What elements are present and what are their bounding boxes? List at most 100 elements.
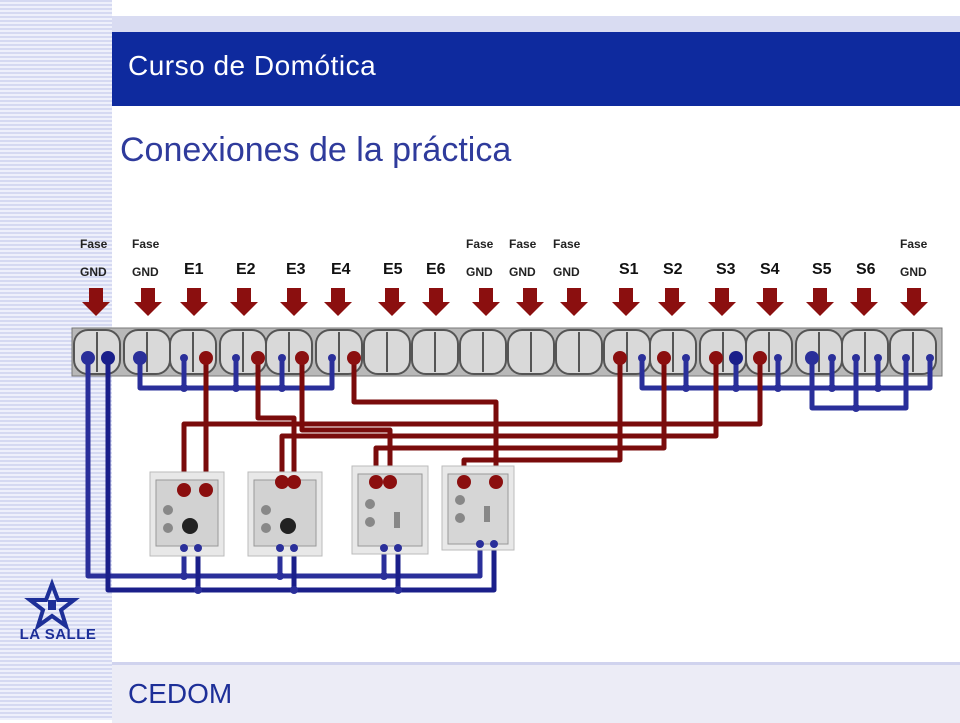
label-s6: S6 [856, 261, 876, 278]
down-arrow-icon [472, 288, 500, 316]
label-s1: S1 [619, 261, 639, 278]
junction-dot [394, 586, 402, 594]
module-phase-dot [287, 475, 301, 489]
phase-terminal-dot [251, 351, 265, 365]
logo-text: LA SALLE [19, 626, 97, 643]
phase-terminal-dot [347, 351, 361, 365]
down-arrow-icon [134, 288, 162, 316]
junction-dot [732, 384, 740, 392]
down-arrow-icon [560, 288, 588, 316]
label-s3: S3 [716, 261, 736, 278]
junction-dot [278, 384, 286, 392]
label-e6: E6 [426, 261, 446, 278]
phase-wire-e3 [299, 355, 393, 485]
label-s2: S2 [663, 261, 683, 278]
ground-bus-right [639, 355, 933, 391]
module-ground-dot [380, 544, 388, 552]
footer-text: CEDOM [128, 678, 233, 709]
phase-wire-s4 [181, 355, 763, 493]
module-phase-dot [489, 475, 503, 489]
ground-terminal-dot [101, 351, 115, 365]
label-gnd-3: GND [466, 265, 493, 279]
junction-dot [180, 572, 188, 580]
module-phase-dot [457, 475, 471, 489]
junction-dot [828, 384, 836, 392]
module-ground-dot [194, 544, 202, 552]
label-e5: E5 [383, 261, 403, 278]
label-s4: S4 [760, 261, 780, 278]
phase-wire-s2 [373, 355, 667, 485]
ground-terminal-dot [638, 354, 646, 362]
down-arrow-icon [280, 288, 308, 316]
module-ground-dot [394, 544, 402, 552]
ground-terminal-dot [278, 354, 286, 362]
label-fase-6: Fase [900, 237, 928, 251]
label-fase-2: Fase [132, 237, 160, 251]
phase-wire-e4 [351, 355, 499, 485]
label-gnd-5: GND [553, 265, 580, 279]
down-arrow-icon [708, 288, 736, 316]
label-fase-3: Fase [466, 237, 494, 251]
junction-dot [774, 384, 782, 392]
junction-dot [852, 404, 860, 412]
down-arrow-icon [180, 288, 208, 316]
label-e1: E1 [184, 261, 204, 278]
phase-wire-e2 [255, 355, 297, 485]
top-rule [112, 16, 960, 32]
label-gnd-1: GND [80, 265, 107, 279]
label-fase-4: Fase [509, 237, 537, 251]
la-salle-star-logo [24, 578, 80, 632]
phase-terminal-dot [295, 351, 309, 365]
ground-wire-b [105, 355, 497, 593]
ground-terminal-dot [774, 354, 782, 362]
wires [85, 355, 933, 593]
module-phase-dot [177, 483, 191, 497]
down-arrow-icon [612, 288, 640, 316]
connection-dots [81, 351, 934, 594]
phase-terminal-dot [657, 351, 671, 365]
down-arrow-icon [658, 288, 686, 316]
ground-wire-a [85, 355, 187, 579]
phase-terminal-dot [613, 351, 627, 365]
ground-terminal-dot [81, 351, 95, 365]
ground-terminal-dot [180, 354, 188, 362]
down-arrow-icon [422, 288, 450, 316]
ground-terminal-dot [828, 354, 836, 362]
module-phase-dot [275, 475, 289, 489]
ground-terminal-dot [232, 354, 240, 362]
ground-terminal-dot [852, 354, 860, 362]
junction-dot [380, 572, 388, 580]
header-title: Curso de Domótica [128, 50, 377, 81]
label-gnd-4: GND [509, 265, 536, 279]
junction-dot [232, 384, 240, 392]
down-arrow-icon [756, 288, 784, 316]
header-band [112, 32, 960, 106]
module-phase-dot [369, 475, 383, 489]
down-arrow-icon [230, 288, 258, 316]
down-arrow-icon [324, 288, 352, 316]
module-ground-dot [290, 544, 298, 552]
ground-terminal-dot [902, 354, 910, 362]
module-phase-dot [383, 475, 397, 489]
dimmer-module-2 [441, 465, 515, 551]
label-e4: E4 [331, 261, 351, 278]
label-s5: S5 [812, 261, 832, 278]
label-gnd-6: GND [900, 265, 927, 279]
junction-dot [180, 384, 188, 392]
down-arrow-icon [378, 288, 406, 316]
ground-terminal-dot [133, 351, 147, 365]
label-e2: E2 [236, 261, 256, 278]
phase-terminal-dot [753, 351, 767, 365]
phase-terminal-dot [709, 351, 723, 365]
module-phase-dot [199, 483, 213, 497]
footer-band [112, 662, 960, 723]
module-ground-dot [490, 540, 498, 548]
module-ground-dot [476, 540, 484, 548]
down-arrow-icon [900, 288, 928, 316]
label-fase-1: Fase [80, 237, 108, 251]
dimmer-module-1 [351, 465, 429, 555]
ground-terminal-dot [874, 354, 882, 362]
ground-terminal-dot [926, 354, 934, 362]
ground-terminal-dot [805, 351, 819, 365]
